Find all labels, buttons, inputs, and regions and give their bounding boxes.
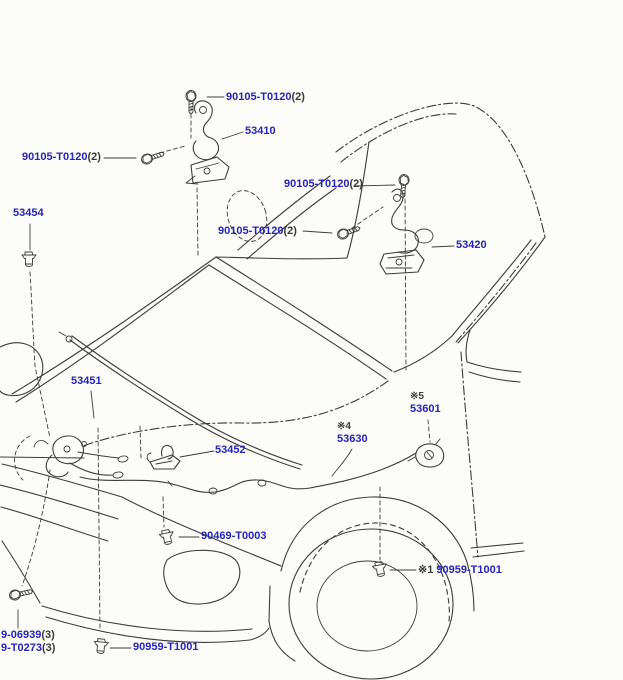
label-leader-lines bbox=[0, 96, 455, 649]
hood-lock-cylinder-part bbox=[407, 438, 445, 468]
part-label-53452: 53452 bbox=[215, 444, 246, 456]
hood-latch-part bbox=[14, 435, 129, 481]
part-label-53420: 53420 bbox=[456, 239, 487, 251]
clip-icon bbox=[371, 560, 389, 578]
part-label-9-06939: 9-06939(3) bbox=[1, 629, 55, 641]
part-label-53454: 53454 bbox=[13, 207, 44, 219]
part-label-90959-T1001-1: 90959-T1001 bbox=[133, 641, 199, 653]
part-label-9-T0273: 9-T0273(3) bbox=[1, 642, 56, 654]
hood-hinge-rh-part bbox=[379, 188, 434, 275]
bolt-icon bbox=[8, 585, 35, 602]
hood-weatherstrip-part bbox=[58, 331, 303, 470]
assembly-leader-lines bbox=[21, 106, 431, 631]
part-label-53410: 53410 bbox=[245, 125, 276, 137]
bolt-icon bbox=[139, 148, 167, 166]
clip-icon bbox=[158, 528, 176, 547]
hood-striker-part bbox=[146, 444, 181, 470]
part-label-90105-T0120-4: 90105-T0120(2) bbox=[218, 225, 297, 237]
part-label-53451: 53451 bbox=[71, 375, 102, 387]
part-label-90469-T0003: 90469-T0003 bbox=[201, 530, 267, 542]
part-label-90105-T0120-2: 90105-T0120(2) bbox=[22, 151, 101, 163]
part-label-90105-T0120-1: 90105-T0120(2) bbox=[226, 91, 305, 103]
car-outline bbox=[0, 102, 546, 680]
bolt-icon bbox=[335, 222, 363, 242]
clip-icon bbox=[92, 637, 110, 655]
clip-icon bbox=[21, 251, 37, 267]
hood-release-cable-part bbox=[79, 452, 417, 495]
part-label-90959-T1001-2: ※1 90959-T1001 bbox=[418, 564, 502, 576]
part-label-90105-T0120-3: 90105-T0120(2) bbox=[284, 178, 363, 190]
hood-hinge-lh-part bbox=[185, 100, 230, 185]
